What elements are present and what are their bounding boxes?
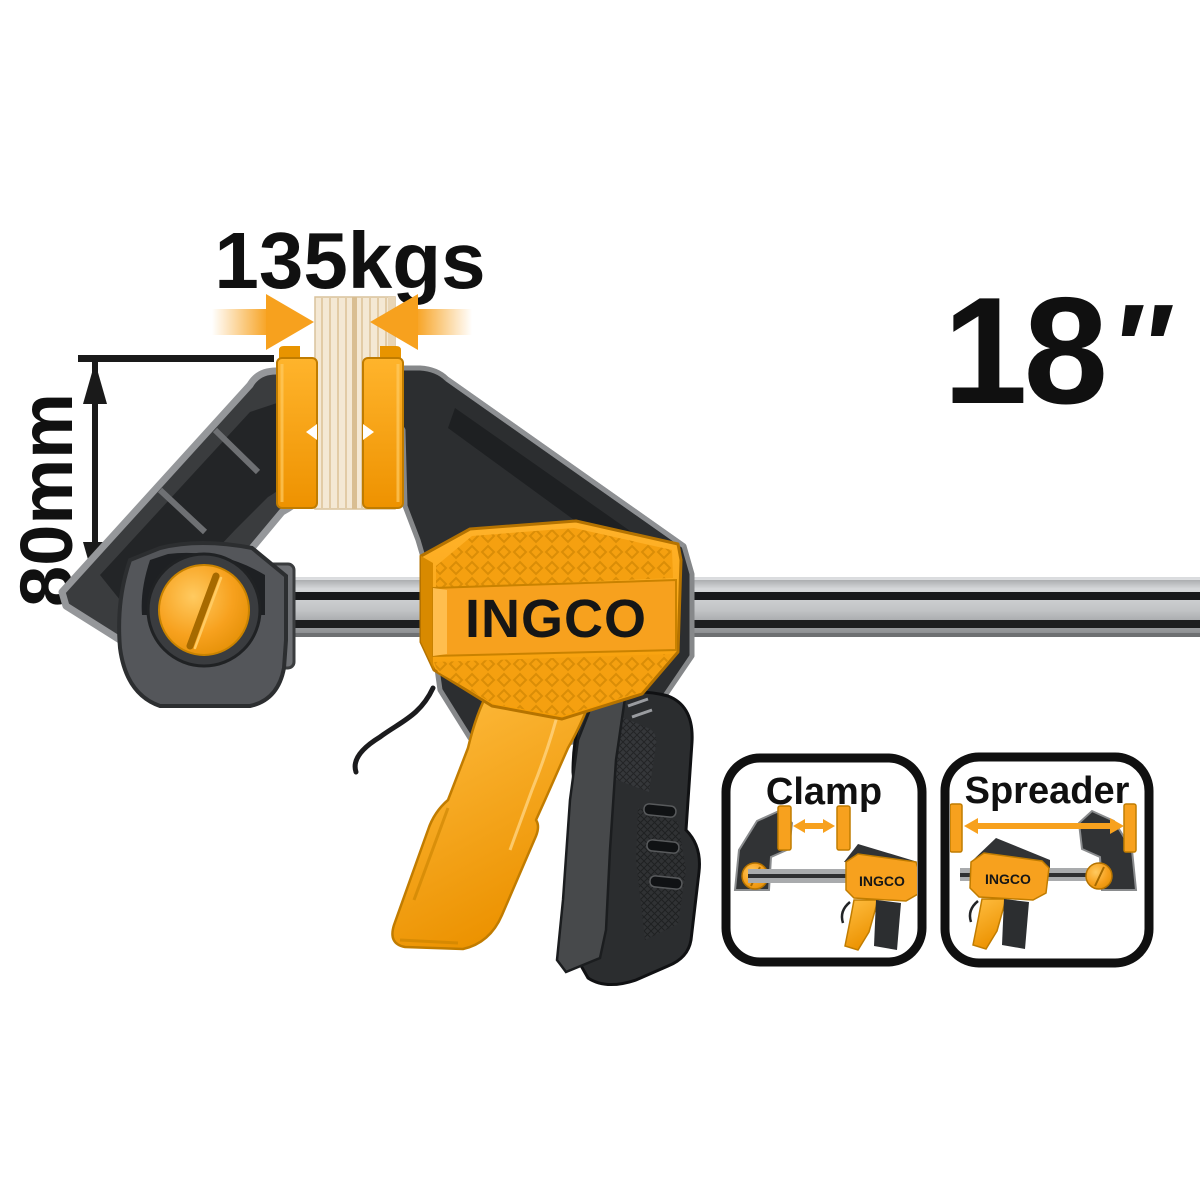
inset-spreader-illustration: INGCO	[950, 803, 1138, 950]
jaw-pad-right-notch	[363, 424, 374, 440]
head-ridges	[157, 427, 261, 535]
grip-slot	[643, 803, 677, 818]
mini-brand-logo: INGCO	[985, 871, 1031, 887]
trigger-lever	[391, 684, 597, 951]
force-arrow-right-tail	[418, 309, 472, 335]
force-arrow-left	[212, 294, 314, 350]
mini-wire	[968, 900, 979, 923]
mini-grip	[1002, 899, 1029, 949]
mini-bar-groove	[748, 874, 917, 878]
knob-slot	[186, 572, 220, 650]
force-arrow-right	[370, 294, 472, 350]
badge-knurl-bottom-texture	[434, 654, 674, 716]
clamp-bar	[280, 577, 1200, 637]
mini-trigger	[844, 899, 879, 951]
brand-logo: INGCO	[465, 589, 647, 649]
mini-wire	[840, 901, 851, 924]
size-unit: ″	[1110, 279, 1173, 415]
grip-accent-lines	[627, 697, 653, 719]
grip-handle	[555, 689, 701, 986]
size-value: 18	[943, 266, 1104, 436]
release-wire	[352, 685, 436, 775]
mini-pad-left	[950, 803, 963, 853]
jaw-pad-left-notch	[306, 424, 317, 440]
mini-spreader-arrow-icon	[964, 818, 1124, 834]
force-arrow-right-head-icon	[370, 294, 418, 350]
inset-clamp-box: Clamp INGCO	[721, 753, 927, 967]
mini-badge	[969, 852, 1050, 901]
knob-slot-highlight	[193, 576, 223, 650]
mini-badge	[845, 853, 917, 902]
body-edge-highlight	[445, 376, 686, 549]
grip-slot	[649, 875, 683, 890]
badge-knurl-top-texture	[436, 528, 673, 588]
grip-knurl-lower-texture	[636, 808, 686, 940]
jaw-depth-label: 80mm	[5, 393, 88, 607]
inset-clamp-illustration: INGCO	[733, 805, 917, 951]
force-arrow-left-tail	[212, 309, 266, 335]
inset-spreader-box: Spreader INGCO	[940, 752, 1154, 968]
mini-pad-right	[836, 805, 851, 851]
dimension-arrow-up-icon	[83, 362, 107, 404]
mini-pad-left	[777, 805, 792, 851]
force-arrow-left-head-icon	[266, 294, 314, 350]
mini-grip	[874, 900, 901, 950]
capacity-label: 135kgs	[214, 216, 485, 305]
grip-front-column	[555, 689, 628, 974]
bar-bottom-edge	[280, 633, 1200, 637]
jaw-pad-left	[276, 346, 318, 509]
dimension-line	[92, 361, 98, 587]
bar-top-highlight	[280, 577, 1200, 580]
jaw-pad-left-tab	[279, 346, 300, 358]
badge-band-bevel	[433, 588, 447, 656]
dimension-tick-top	[78, 355, 274, 362]
badge-left-bevel	[421, 556, 434, 670]
bar-groove-lower	[280, 620, 1200, 628]
mini-pad-right	[1123, 803, 1137, 853]
grip-knurl-upper-texture	[610, 712, 657, 792]
grip-slot	[646, 839, 680, 854]
brand-badge: INGCO	[419, 519, 683, 721]
jaw-pad-right-tab	[380, 346, 401, 358]
screw-knob	[158, 564, 250, 656]
size-label: 18″	[943, 266, 1173, 436]
inset-spreader-title: Spreader	[965, 770, 1130, 812]
mini-clamp-arrow-icon	[793, 819, 835, 833]
mini-knob-slot	[1094, 866, 1105, 887]
jaw-pad-right	[362, 346, 404, 509]
mini-trigger	[972, 898, 1007, 950]
bar-groove-upper	[280, 592, 1200, 600]
trigger-shade-lines	[399, 807, 459, 945]
wood-seam	[352, 297, 357, 509]
mini-brand-logo: INGCO	[859, 873, 905, 889]
